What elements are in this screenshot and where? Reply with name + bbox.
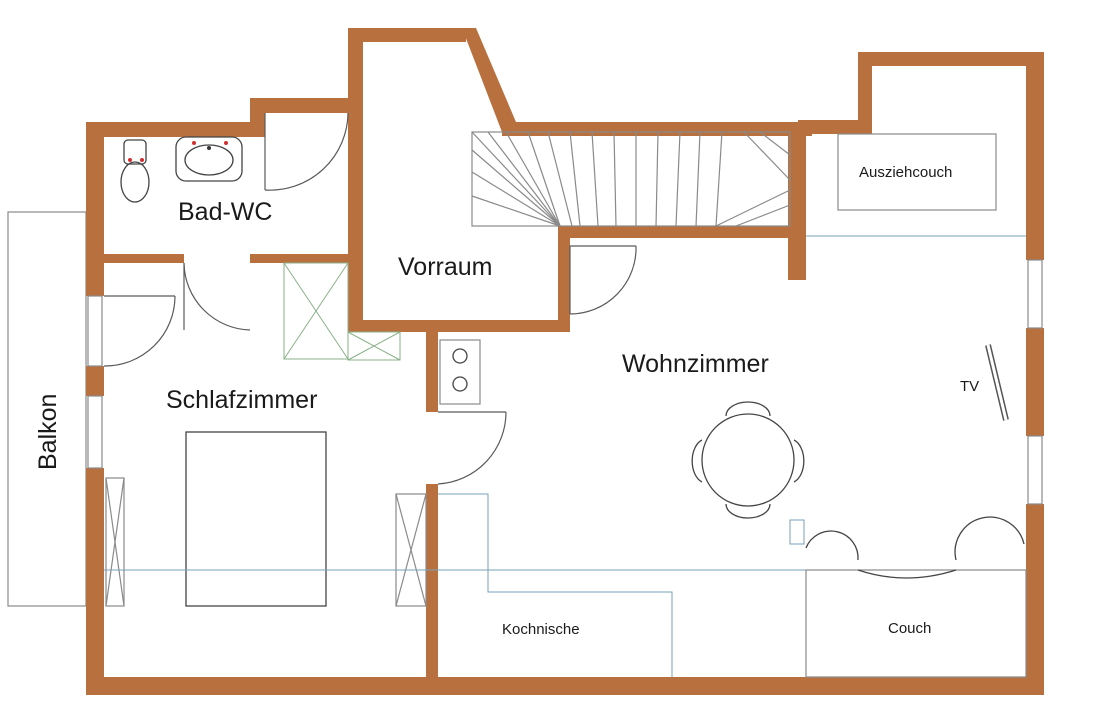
- interior-walls: [104, 122, 806, 695]
- wardrobes: [105, 262, 427, 607]
- label-couch: Couch: [888, 620, 931, 637]
- balcony-outline: [7, 211, 87, 607]
- sink-icon: [175, 136, 243, 182]
- label-bad-wc: Bad-WC: [178, 198, 272, 226]
- bathroom-fixtures: [120, 136, 243, 203]
- toilet-icon: [120, 139, 150, 203]
- stool: [789, 519, 805, 545]
- label-balkon: Balkon: [34, 394, 62, 470]
- windows: [87, 259, 1043, 505]
- couch: [805, 516, 1027, 678]
- bed: [185, 431, 327, 607]
- sofa-bed: [837, 133, 997, 211]
- label-kochnische: Kochnische: [502, 621, 580, 638]
- label-tv: TV: [960, 378, 979, 395]
- label-wohnzimmer: Wohnzimmer: [622, 350, 769, 378]
- doors: [103, 112, 637, 485]
- exterior-walls: [86, 28, 1044, 695]
- label-vorraum: Vorraum: [398, 253, 492, 281]
- dining-table: [691, 401, 805, 519]
- stove-icon: [439, 339, 481, 405]
- staircase: [471, 131, 791, 227]
- label-ausziehcouch: Ausziehcouch: [859, 164, 952, 181]
- label-schlafzimmer: Schlafzimmer: [166, 386, 317, 414]
- kitchen-counter: [438, 493, 673, 677]
